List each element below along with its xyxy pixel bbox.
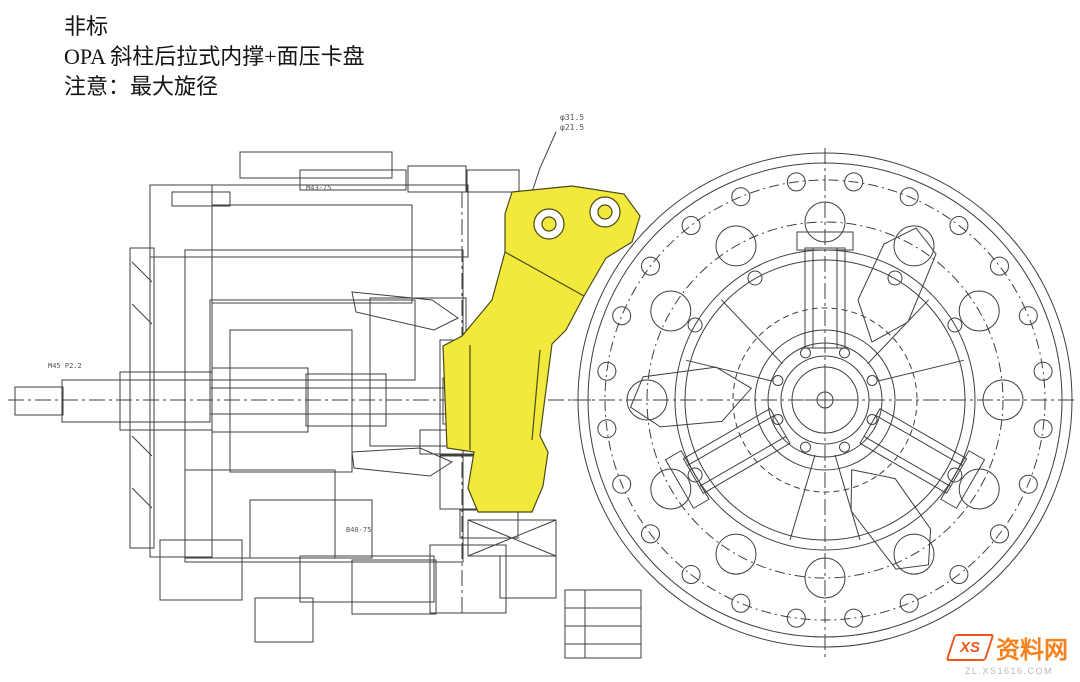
dim-label: φ31.5 [560,113,584,122]
dimension-labels: φ31.5 φ21.5 M45 P2.2 M43-75 B40-75 [48,113,584,534]
watermark-logo-icon: XS [945,634,995,661]
lever-arm-3 [629,366,753,428]
lever-arm-1 [857,227,937,343]
watermark-url: ZL.XS1616.COM [964,666,1054,676]
inner-hole-ring [687,270,963,483]
dim-label: φ21.5 [560,123,584,132]
highlighted-clamp-lever [442,185,641,513]
vee-guide-1 [789,454,861,541]
jaw-slot-top [796,231,854,349]
dim-label: M43-75 [306,184,331,192]
drawing-title-block: 非标 OPA 斜柱后拉式内撑+面压卡盘 注意：最大旋径 [64,12,365,102]
jaw-slot-lower-left [859,407,986,509]
dim-label: B40-75 [346,526,371,534]
jaw-slot-lower-right [664,407,791,509]
lever-arm-2 [850,469,932,570]
watermark-site-name: 资料网 [996,637,1068,664]
title-line-1: 非标 [64,14,109,39]
parts-table [564,589,642,659]
watermark-logo-text: XS [959,639,980,656]
watermark: XS 资料网 ZL.XS1616.COM [945,630,1068,676]
vee-guide-3 [867,299,964,382]
vee-guide-2 [686,299,783,382]
outer-bolt-ring [597,172,1053,628]
title-line-2: OPA 斜柱后拉式内撑+面压卡盘 [64,44,365,69]
chuck-front-view [572,148,1078,658]
dim-label: M45 P2.2 [48,362,82,370]
title-line-3: 注意：最大旋径 [64,74,219,99]
